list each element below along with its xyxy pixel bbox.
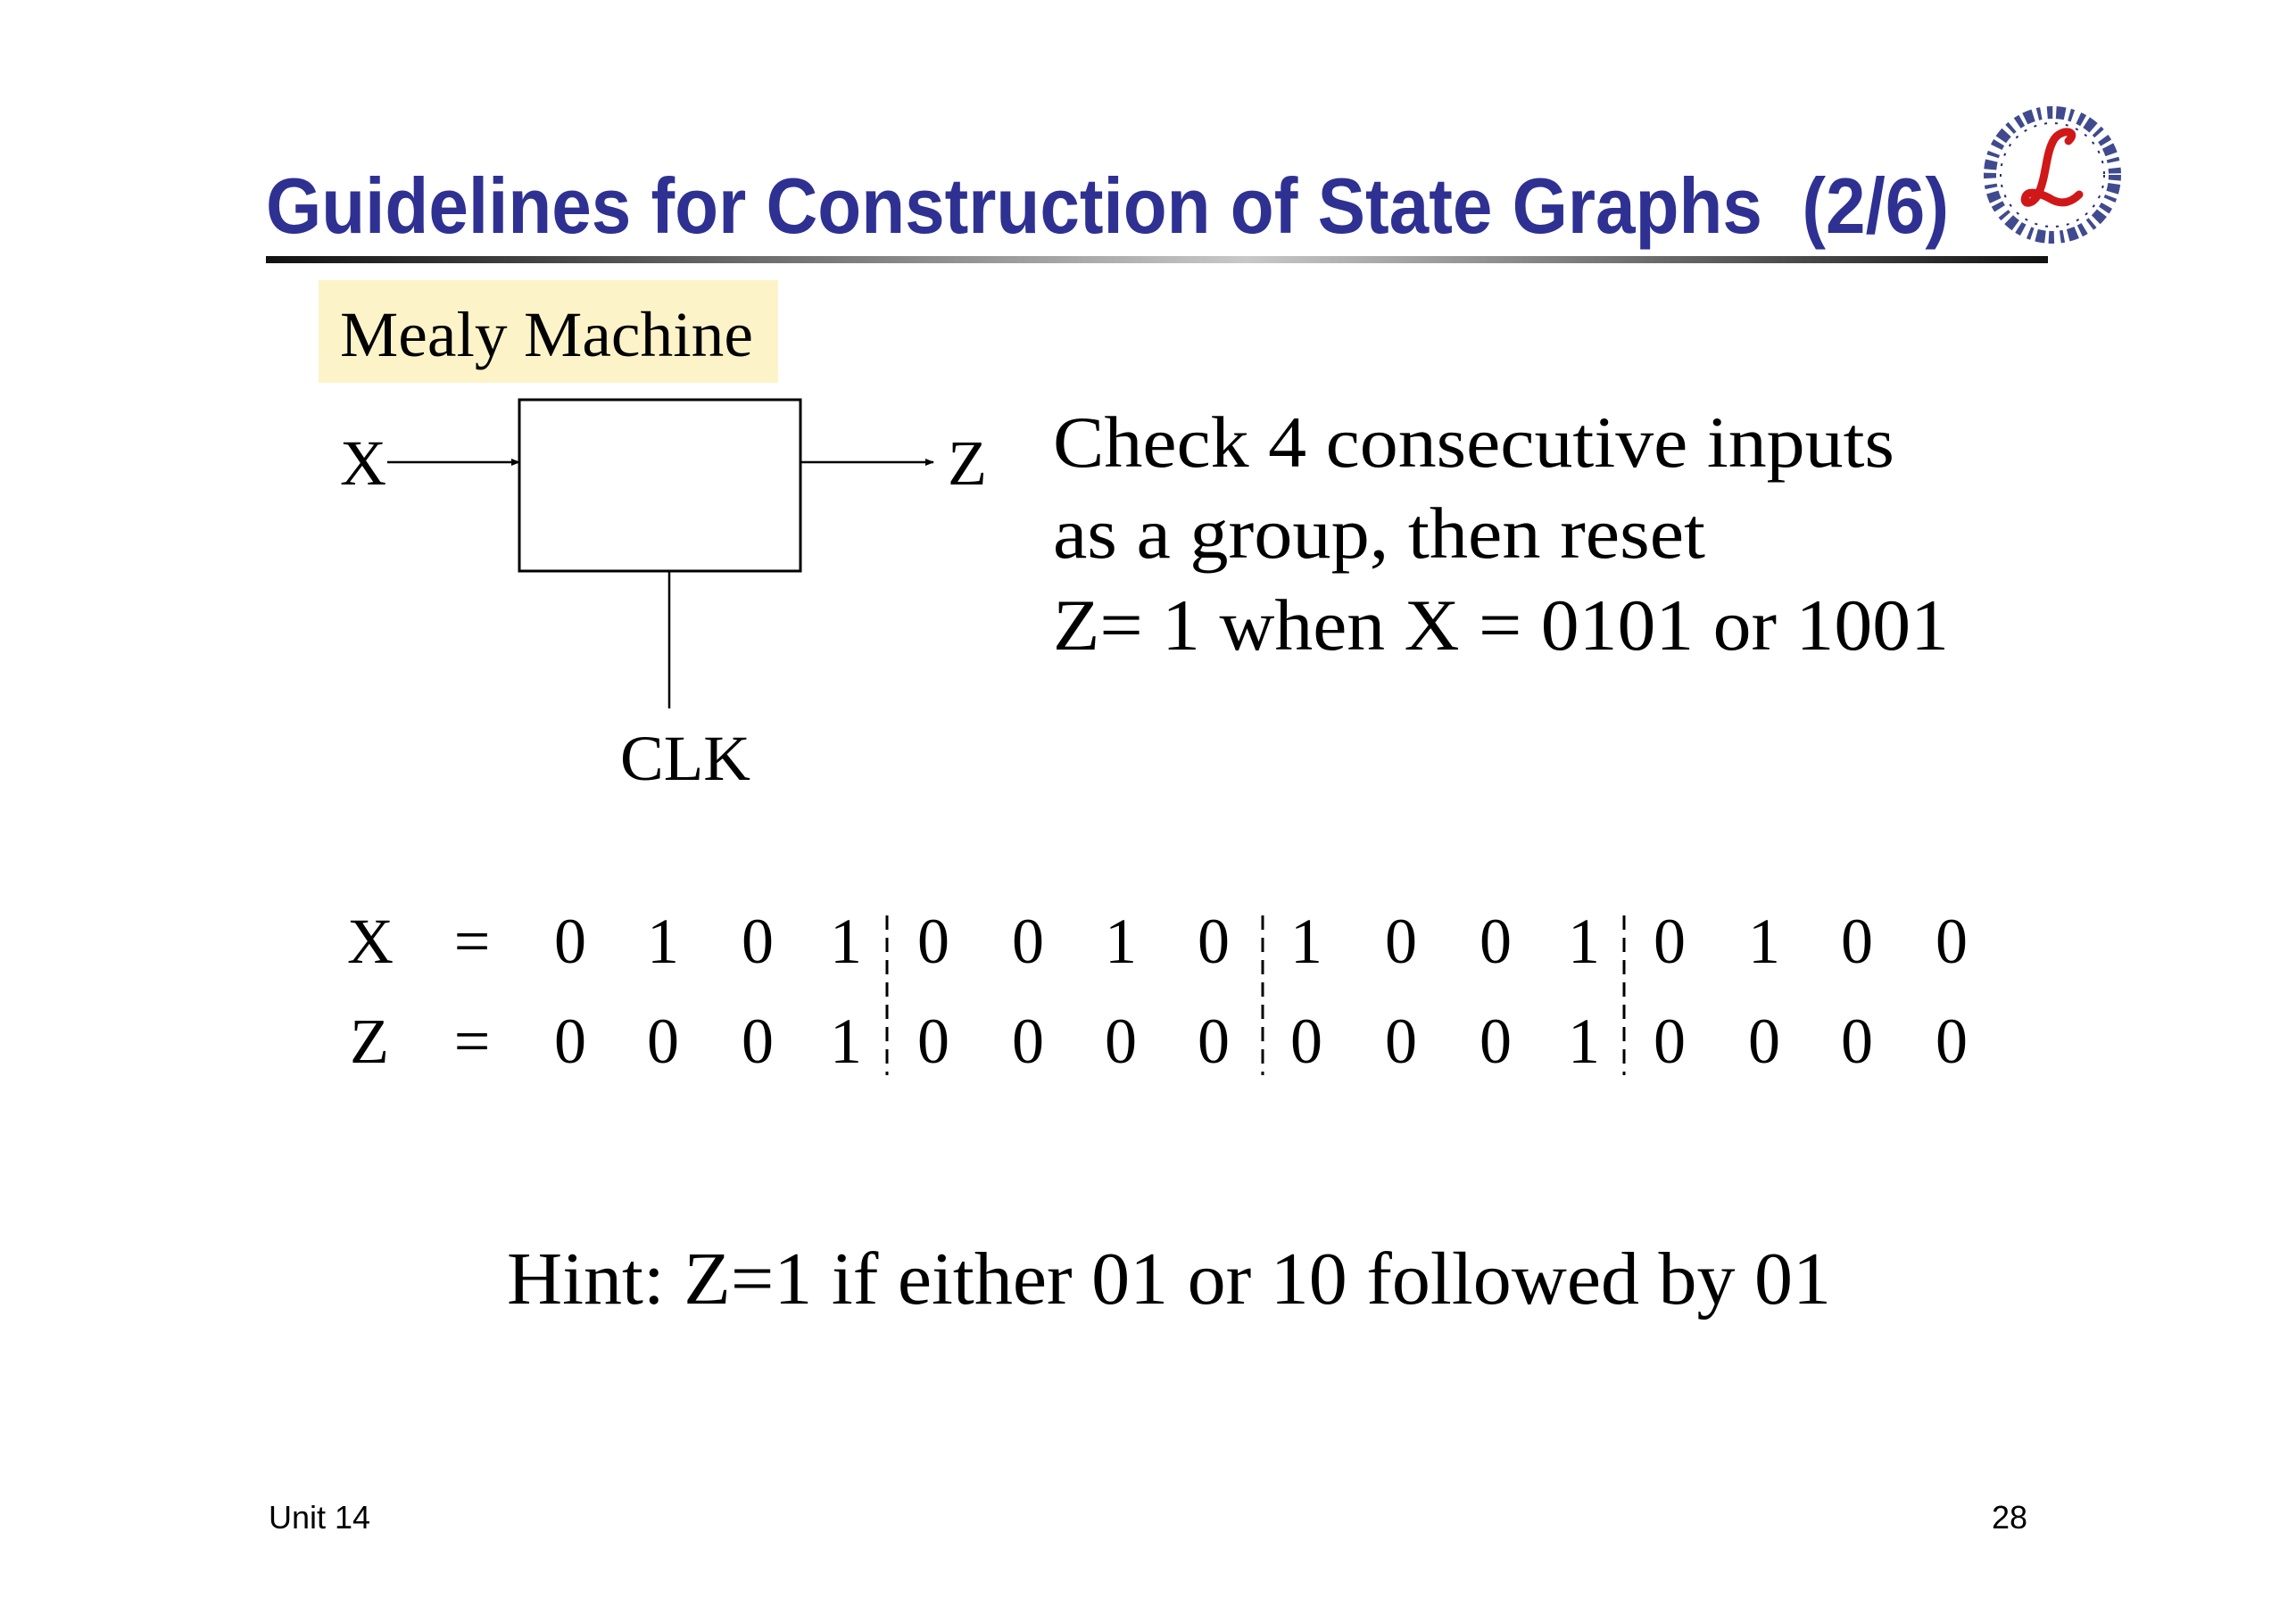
x-value: 1 (647, 906, 679, 977)
x-value: 0 (554, 906, 586, 977)
logo-letter-l (2020, 128, 2084, 207)
x-value: 0 (917, 906, 949, 977)
mealy-block-diagram: X Z CLK (340, 398, 987, 794)
z-value: 0 (917, 1006, 949, 1077)
z-value: 0 (647, 1006, 679, 1077)
x-value: 1 (1568, 906, 1600, 977)
z-value: 0 (1385, 1006, 1417, 1077)
logic-design-logo (1984, 106, 2121, 244)
z-value: 0 (1748, 1006, 1780, 1077)
z-value: 0 (1012, 1006, 1044, 1077)
x-value: 0 (1935, 906, 1968, 977)
z-row-equals: = (454, 1006, 491, 1077)
logo-ring-inner (2000, 122, 2105, 228)
z-value: 0 (1105, 1006, 1137, 1077)
x-value: 0 (1385, 906, 1417, 977)
clock-label: CLK (620, 723, 750, 794)
footer-unit: Unit 14 (269, 1499, 370, 1536)
z-value: 0 (1198, 1006, 1230, 1077)
description-line-3: Z= 1 when X = 0101 or 1001 (1053, 584, 1949, 666)
x-value: 1 (830, 906, 862, 977)
x-value: 0 (1012, 906, 1044, 977)
z-value: 0 (1480, 1006, 1512, 1077)
z-row-label: Z (350, 1006, 389, 1077)
x-value: 1 (1105, 906, 1137, 977)
x-value: 1 (1748, 906, 1780, 977)
z-value: 0 (1654, 1006, 1686, 1077)
z-value: 1 (830, 1006, 862, 1077)
x-value: 0 (1198, 906, 1230, 977)
mealy-label-background (319, 280, 778, 383)
z-value: 0 (1935, 1006, 1968, 1077)
logo-ring (1984, 106, 2121, 244)
x-value: 0 (1654, 906, 1686, 977)
x-value: 1 (1290, 906, 1322, 977)
input-label: X (340, 427, 386, 499)
slide-title: Guidelines for Construction of State Gra… (266, 161, 1949, 250)
z-value: 0 (1841, 1006, 1873, 1077)
x-row-label: X (347, 906, 394, 977)
page-number: 28 (1992, 1499, 2027, 1536)
x-value: 0 (1480, 906, 1512, 977)
machine-box (518, 398, 802, 573)
hint-text: Hint: Z=1 if either 01 or 10 followed by… (507, 1238, 1831, 1321)
title-rule (266, 256, 2048, 263)
z-value: 0 (742, 1006, 774, 1077)
x-row-equals: = (454, 906, 491, 977)
mealy-label: Mealy Machine (340, 299, 753, 370)
z-value: 1 (1568, 1006, 1600, 1077)
x-value: 0 (742, 906, 774, 977)
z-value: 0 (1290, 1006, 1322, 1077)
output-label: Z (948, 427, 987, 499)
z-value: 0 (554, 1006, 586, 1077)
description-line-2: as a group, then reset (1053, 493, 1705, 574)
x-value: 0 (1841, 906, 1873, 977)
description-line-1: Check 4 consecutive inputs (1053, 402, 1894, 483)
